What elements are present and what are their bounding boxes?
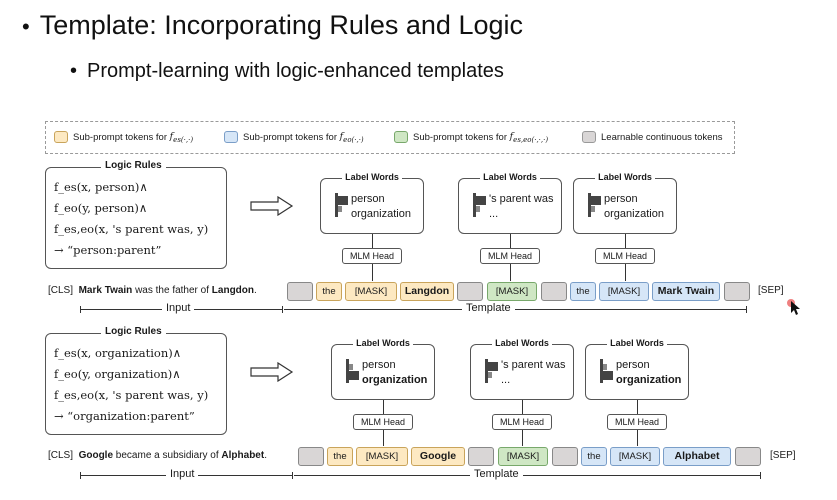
template-span-label: Template [462, 302, 515, 314]
label-word: person [351, 193, 385, 205]
rule-line: f_eo(y, organization)∧ [54, 367, 181, 381]
mlm-head: MLM Head [607, 414, 667, 430]
hollow-arrow-icon [250, 196, 294, 216]
rule-line: f_es,eo(x, 's parent was, y) [54, 222, 209, 236]
logic-rules-title: Logic Rules [101, 160, 166, 171]
token-mask: [MASK] [498, 447, 548, 466]
bullet-subtitle: •Prompt-learning with logic-enhanced tem… [70, 60, 504, 82]
learnable-token [541, 282, 567, 301]
token-object: Mark Twain [652, 282, 720, 301]
input-sentence-1: [CLS] Mark Twain was the father of Langd… [48, 285, 257, 296]
token-the: the [327, 447, 353, 466]
token-mask: [MASK] [487, 282, 537, 301]
learnable-token [457, 282, 483, 301]
label-word: ... [489, 208, 499, 220]
bullet-subtitle-text: Prompt-learning with logic-enhanced temp… [87, 60, 504, 82]
token-mask: [MASK] [345, 282, 397, 301]
label-words-box: Label Words person organization [573, 172, 677, 234]
bar-distribution-icon [346, 359, 359, 383]
legend-swatch [582, 131, 596, 143]
rule-line: f_es(x, organization)∧ [54, 346, 182, 360]
template-span-label: Template [470, 468, 523, 480]
input-span-label: Input [162, 302, 195, 314]
learnable-token [468, 447, 494, 466]
label-word: 's parent was [501, 359, 566, 371]
input-span-label: Input [166, 468, 199, 480]
bullet-title-text: Template: Incorporating Rules and Logic [39, 10, 523, 40]
legend-item-object: Sub-prompt tokens for feo(·,·) [224, 131, 364, 144]
label-words-box: Label Words person organization [320, 172, 424, 234]
token-mask: [MASK] [599, 282, 649, 301]
legend-swatch [224, 131, 238, 144]
cursor-icon [787, 299, 800, 315]
mlm-head: MLM Head [492, 414, 552, 430]
token-subject: Google [411, 447, 465, 466]
bullet-title: •Template: Incorporating Rules and Logic [22, 10, 523, 40]
token-the: the [581, 447, 607, 466]
bar-distribution-icon [588, 193, 601, 217]
bar-distribution-icon [485, 359, 498, 383]
learnable-token [298, 447, 324, 466]
legend: Sub-prompt tokens for fes(·,·) Sub-promp… [45, 121, 735, 154]
legend-item-subject: Sub-prompt tokens for fes(·,·) [54, 131, 193, 144]
token-mask: [MASK] [356, 447, 408, 466]
bar-distribution-icon [473, 193, 486, 217]
label-word: ... [501, 374, 511, 386]
token-object: Alphabet [663, 447, 731, 466]
label-word: person [362, 359, 396, 371]
mlm-head: MLM Head [595, 248, 655, 264]
mlm-head: MLM Head [480, 248, 540, 264]
label-word: organization [604, 208, 664, 220]
token-subject: Langdon [400, 282, 454, 301]
label-word: organization [362, 374, 428, 386]
learnable-token [724, 282, 750, 301]
sep-token: [SEP] [758, 285, 784, 296]
label-word: organization [616, 374, 682, 386]
label-words-box: Label Words 's parent was ... [470, 338, 574, 400]
learnable-token [735, 447, 761, 466]
sep-token: [SEP] [770, 450, 796, 461]
rule-line: f_eo(y, person)∧ [54, 201, 148, 215]
rule-line: f_es(x, person)∧ [54, 180, 148, 194]
bar-distribution-icon [600, 359, 613, 383]
hollow-arrow-icon [250, 362, 294, 382]
label-word: organization [351, 208, 411, 220]
legend-swatch [394, 131, 408, 144]
token-the: the [316, 282, 342, 301]
label-word: person [604, 193, 638, 205]
learnable-token [552, 447, 578, 466]
logic-rules-title: Logic Rules [101, 326, 166, 337]
token-the: the [570, 282, 596, 301]
learnable-token [287, 282, 313, 301]
legend-item-learnable: Learnable continuous tokens [582, 131, 722, 143]
rule-line: → “person:parent” [54, 243, 162, 257]
mlm-head: MLM Head [342, 248, 402, 264]
legend-swatch [54, 131, 68, 144]
logic-rules-box-2: Logic Rules f_es(x, organization)∧ f_eo(… [45, 326, 227, 435]
label-words-box: Label Words person organization [331, 338, 435, 400]
label-word: person [616, 359, 650, 371]
label-words-box: Label Words person organization [585, 338, 689, 400]
legend-item-relation: Sub-prompt tokens for fes,eo(·,·,·) [394, 131, 548, 144]
bar-distribution-icon [335, 193, 348, 217]
rule-line: → “organization:parent” [54, 409, 195, 423]
mlm-head: MLM Head [353, 414, 413, 430]
input-sentence-2: [CLS] Google became a subsidiary of Alph… [48, 450, 267, 461]
label-words-box: Label Words 's parent was ... [458, 172, 562, 234]
label-word: 's parent was [489, 193, 554, 205]
logic-rules-box-1: Logic Rules f_es(x, person)∧ f_eo(y, per… [45, 160, 227, 269]
rule-line: f_es,eo(x, 's parent was, y) [54, 388, 209, 402]
token-mask: [MASK] [610, 447, 660, 466]
